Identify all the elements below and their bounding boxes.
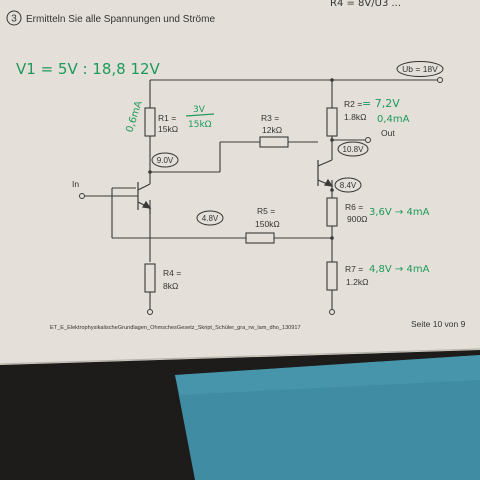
handwritten-top-right: R4 = 8V/U3 ... — [330, 0, 401, 9]
r1-fraction-bar — [185, 113, 215, 117]
r4-value: 8kΩ — [163, 281, 178, 291]
v-collector-q2: 10.8V — [343, 145, 365, 154]
r4-name: R4 = — [163, 268, 181, 278]
circuit-wires — [85, 79, 440, 310]
paper-edge — [0, 348, 480, 365]
r1-fraction-bottom: 15kΩ — [188, 120, 212, 130]
v-emitter-q2: 8.4V — [340, 181, 357, 190]
r7-note: 4,8V → 4mA — [369, 264, 430, 275]
resistor-r6 — [326, 197, 338, 227]
r2-name: R2 = — [344, 99, 362, 109]
r5-value: 150kΩ — [255, 219, 280, 229]
paper-sheet — [0, 0, 480, 365]
task-number-circle — [6, 10, 22, 26]
r2-current-note: 0,4mA — [377, 114, 410, 125]
r2-value: 1.8kΩ — [344, 112, 366, 122]
r7-value: 1.2kΩ — [346, 277, 368, 287]
r3-name: R3 = — [261, 113, 279, 123]
r5-name: R5 = — [257, 206, 275, 216]
footer-filename: ET_E_ElektrophysikalischeGrundlagen_Ohms… — [50, 325, 301, 331]
supply-label-circle — [396, 61, 444, 77]
supply-label: Ub = 18V — [402, 64, 438, 74]
blue-paper-highlight — [175, 355, 480, 395]
v-base-q1: 9.0V — [157, 156, 174, 165]
r1-name: R1 = — [158, 113, 176, 123]
transistor-q1 — [137, 182, 152, 214]
task-title: Ermitteln Sie alle Spannungen und Ströme — [26, 14, 215, 25]
v-emitter-q1: 4.8V — [202, 214, 219, 223]
input-label: In — [72, 179, 79, 189]
r3-value: 12kΩ — [262, 125, 282, 135]
r1-fraction-top: 3V — [193, 105, 206, 115]
terminal-gnd-right — [329, 309, 335, 315]
task-number: 3 — [11, 14, 17, 25]
terminal-supply — [437, 77, 443, 83]
resistor-r4 — [144, 263, 156, 293]
resistor-r7 — [326, 261, 338, 291]
r7-name: R7 = — [345, 264, 363, 274]
resistor-r2 — [326, 107, 338, 137]
r6-name: R6 = — [345, 202, 363, 212]
terminal-gnd-left — [147, 309, 153, 315]
v-collector-q2-circle — [337, 141, 369, 157]
r6-note: 3,6V → 4mA — [369, 207, 430, 218]
r6-value: 900Ω — [347, 214, 368, 224]
output-label: Out — [381, 128, 395, 138]
resistor-r5 — [245, 232, 275, 244]
terminal-out — [365, 137, 371, 143]
v-base-q1-circle — [151, 152, 179, 168]
transistor-q2 — [317, 159, 334, 187]
footer-page: Seite 10 von 9 — [411, 319, 466, 329]
terminal-in — [79, 193, 85, 199]
resistor-r1 — [144, 107, 156, 137]
resistor-r3 — [259, 136, 289, 148]
v-emitter-q2-circle — [334, 177, 362, 193]
r1-value: 15kΩ — [158, 124, 178, 134]
r2-voltage-note: = 7,2V — [362, 97, 400, 110]
handwritten-formula: V1 = 5V : 18,8 12V — [16, 60, 161, 78]
junction-dots — [148, 78, 334, 240]
v-emitter-q1-circle — [196, 210, 224, 226]
